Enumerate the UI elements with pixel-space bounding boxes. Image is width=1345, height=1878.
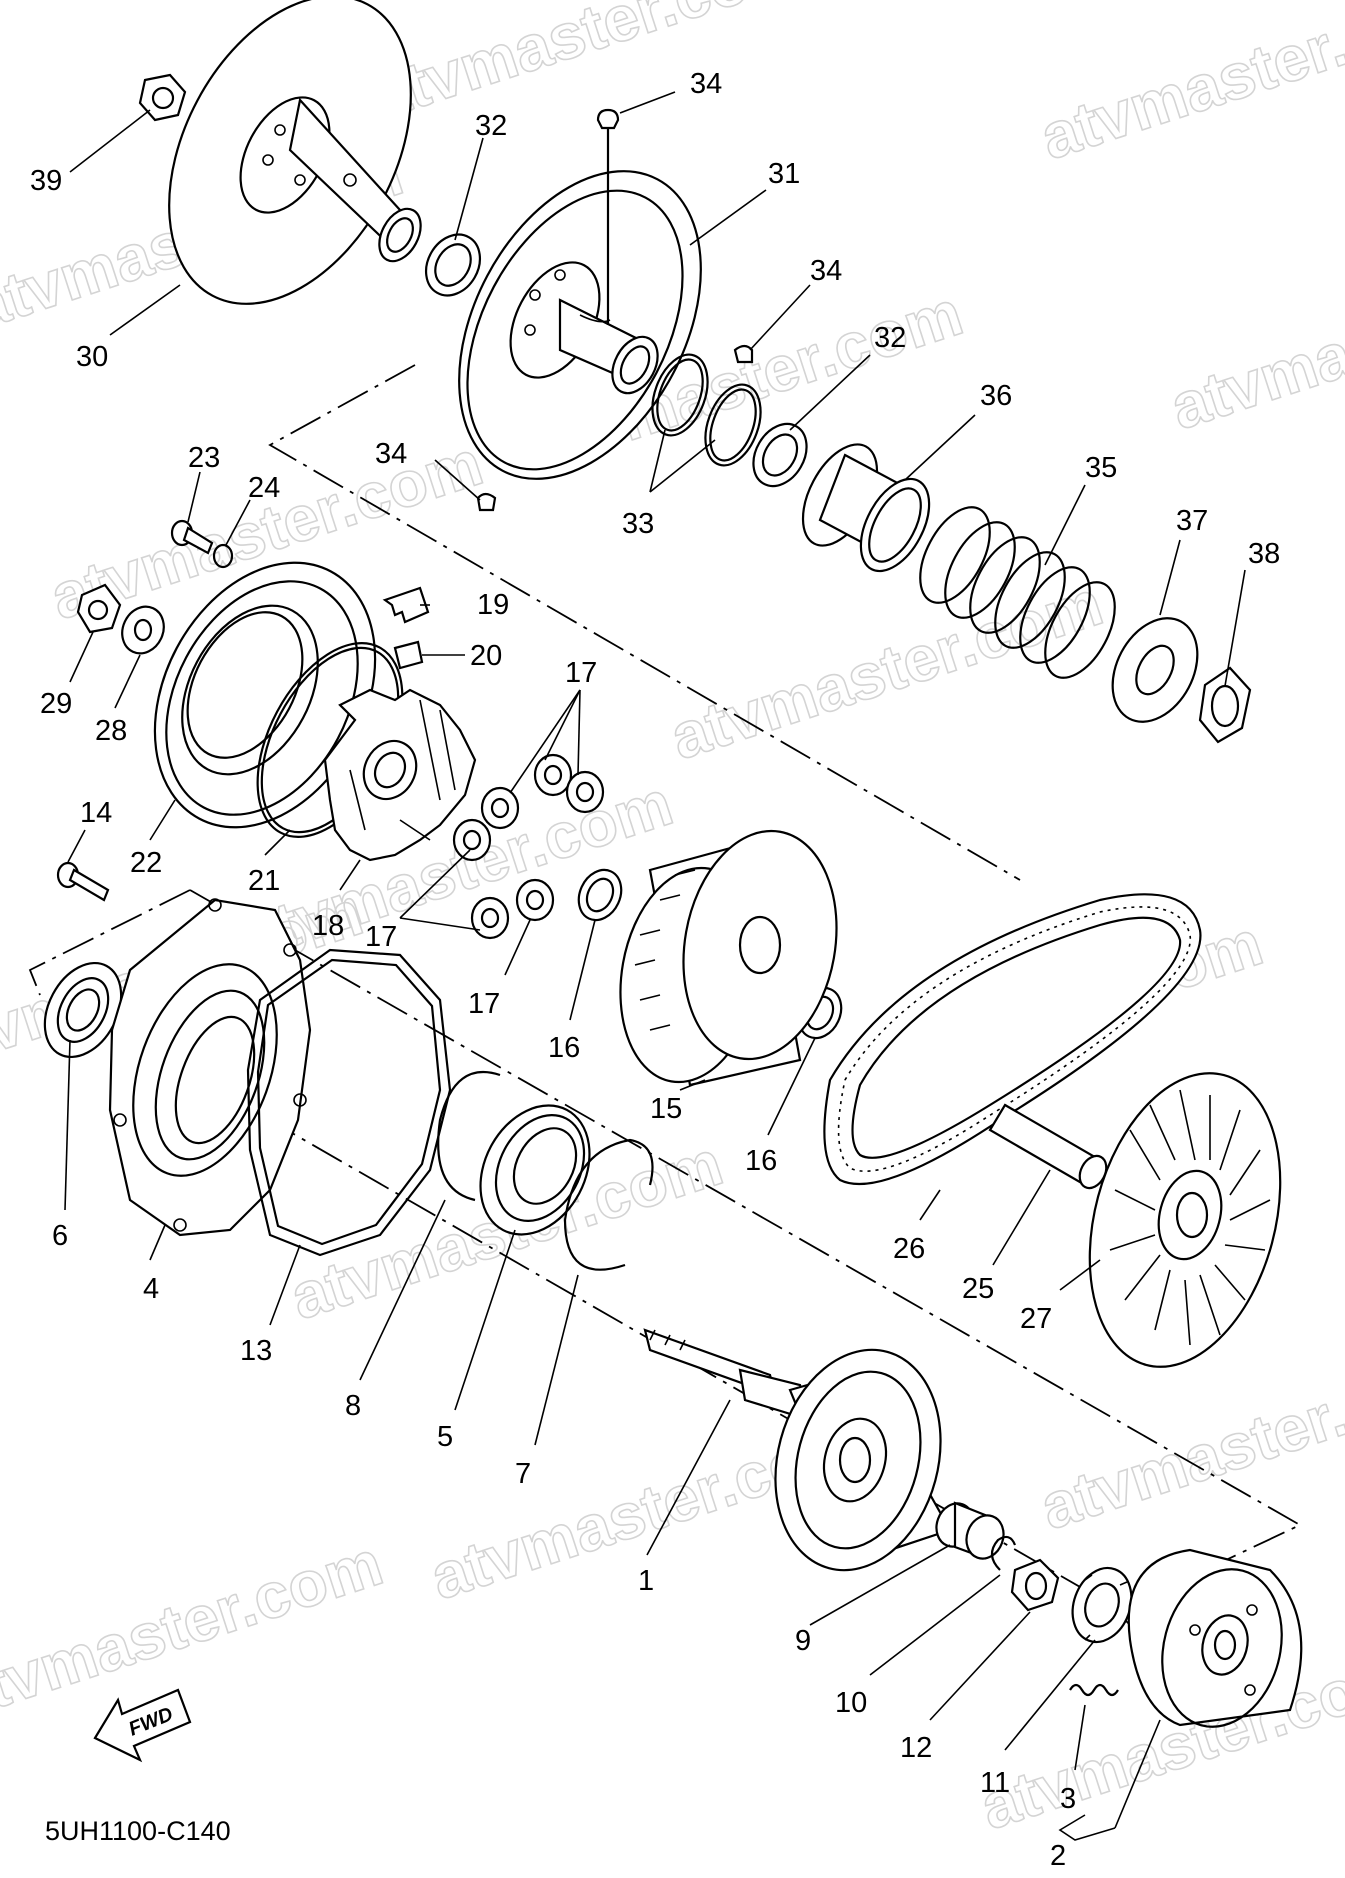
part-27-fan-sheave	[1088, 1072, 1282, 1368]
callout-16: 16	[745, 1145, 777, 1177]
part-13-gasket	[246, 948, 452, 1257]
callout-34: 34	[690, 68, 722, 100]
callout-18: 18	[312, 910, 344, 942]
part-32-collar-lower	[752, 422, 808, 488]
callout-11: 11	[980, 1767, 1010, 1799]
callout-33: 33	[622, 508, 654, 540]
watermark: atvmaster.com	[1032, 1336, 1345, 1543]
callout-30: 30	[76, 341, 108, 373]
part-9-needle-bearing	[935, 1501, 1005, 1560]
part-17-weights	[452, 753, 605, 940]
callout-39: 39	[30, 165, 62, 197]
part-14-bolt	[56, 861, 110, 902]
forward-direction-indicator: FWD	[93, 1688, 192, 1763]
callout-17: 17	[565, 657, 597, 689]
callout-19: 19	[477, 589, 509, 621]
part-37-washer	[1111, 617, 1199, 723]
part-34-pin-top	[596, 108, 620, 325]
part-36-spring-seat	[801, 443, 931, 573]
part-32-collar-upper	[424, 233, 482, 297]
diagram-code: 5UH1100-C140	[45, 1816, 231, 1846]
callout-labels: 39 30 32 34 31 34 32 36 34 33 35 37 38 2…	[30, 68, 1280, 1872]
callout-27: 27	[1020, 1303, 1052, 1335]
part-25-sleeve	[988, 1103, 1108, 1190]
part-33-o-rings	[651, 353, 762, 467]
callout-35: 35	[1085, 452, 1117, 484]
watermark: atvmaster.com	[662, 566, 1111, 773]
callout-17: 17	[468, 988, 500, 1020]
callout-16: 16	[548, 1032, 580, 1064]
callout-14: 14	[80, 797, 112, 829]
part-12-nut	[1010, 1558, 1060, 1612]
watermark: atvmaster.com	[1162, 236, 1345, 443]
callout-25: 25	[962, 1273, 994, 1305]
callout-9: 9	[795, 1625, 811, 1657]
part-3-spring	[1069, 1683, 1119, 1697]
part-8-circlip	[437, 1070, 501, 1202]
part-18-ramp-plate	[323, 688, 477, 862]
callout-6: 6	[52, 1220, 68, 1252]
part-15-clutch-drum	[619, 829, 838, 1087]
callout-4: 4	[143, 1273, 159, 1305]
callout-12: 12	[900, 1732, 932, 1764]
callout-15: 15	[650, 1093, 682, 1125]
callout-32: 32	[475, 110, 507, 142]
part-22-cam-plate	[153, 561, 377, 829]
callout-32: 32	[874, 322, 906, 354]
callout-1: 1	[638, 1565, 654, 1597]
part-26-v-belt	[823, 893, 1202, 1186]
part-2-clutch-carrier	[1127, 1548, 1303, 1728]
callout-17: 17	[365, 921, 397, 953]
callout-2: 2	[1050, 1840, 1066, 1872]
part-28-washer	[121, 605, 165, 655]
callout-24: 24	[248, 472, 280, 504]
part-19-slider	[382, 586, 430, 624]
callout-31: 31	[768, 158, 800, 190]
callout-36: 36	[980, 380, 1012, 412]
callout-34: 34	[375, 438, 407, 470]
part-10-circlip	[990, 1535, 1017, 1571]
part-39-nut	[138, 73, 187, 122]
part-29-nut	[76, 583, 122, 634]
part-5-bearing	[479, 1104, 591, 1236]
part-34-pin-right	[733, 344, 754, 364]
part-31-sliding-sheave	[458, 170, 702, 480]
watermark: atvmaster.com	[362, 0, 811, 133]
callout-20: 20	[470, 640, 502, 672]
callout-29: 29	[40, 688, 72, 720]
leader-lines	[64, 91, 1246, 1841]
callout-37: 37	[1176, 505, 1208, 537]
watermark: atvmaster.com	[1032, 0, 1345, 173]
callout-28: 28	[95, 715, 127, 747]
callout-7: 7	[515, 1458, 531, 1490]
callout-26: 26	[893, 1233, 925, 1265]
part-16-collar-left	[577, 868, 623, 922]
callout-5: 5	[437, 1421, 453, 1453]
callout-34: 34	[810, 255, 842, 287]
callout-22: 22	[130, 847, 162, 879]
callout-23: 23	[188, 442, 220, 474]
part-38-nut	[1198, 666, 1252, 744]
callout-8: 8	[345, 1390, 361, 1422]
watermark: atvmaster.com	[0, 1526, 391, 1733]
part-7-circlip	[563, 1138, 654, 1271]
callout-38: 38	[1248, 538, 1280, 570]
part-34-pin-left	[476, 492, 497, 512]
callout-10: 10	[835, 1687, 867, 1719]
part-24-washer	[212, 543, 234, 569]
callout-3: 3	[1060, 1783, 1076, 1815]
callout-21: 21	[248, 865, 280, 897]
part-6-oil-seal	[43, 961, 123, 1059]
part-20-slider	[393, 640, 424, 670]
callout-13: 13	[240, 1335, 272, 1367]
part-11-one-way-clutch	[1071, 1566, 1133, 1644]
part-30-primary-fixed-sheave	[168, 0, 422, 305]
part-1-clutch-housing	[643, 1328, 952, 1572]
part-23-bolt	[170, 519, 214, 555]
part-35-compression-spring	[919, 506, 1116, 679]
